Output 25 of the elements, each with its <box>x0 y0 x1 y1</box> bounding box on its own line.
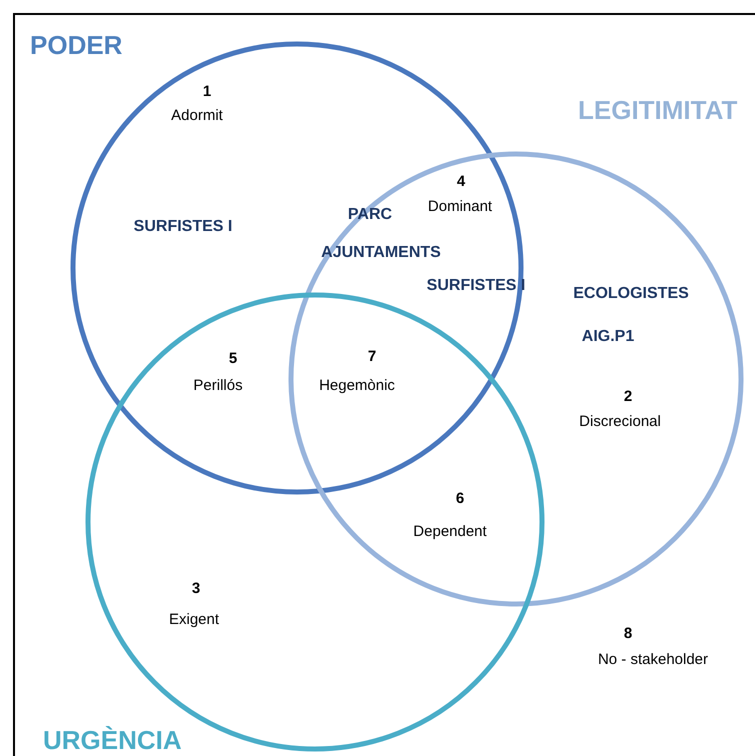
stakeholder-label: AIG.P1 <box>582 328 634 346</box>
region-number: 3 <box>192 581 200 598</box>
region-label: Hegemònic <box>319 378 395 394</box>
set-heading: PODER <box>30 32 122 58</box>
set-heading: LEGITIMITAT <box>578 97 738 123</box>
region-label: Discrecional <box>579 414 661 430</box>
region-label: Dominant <box>428 199 492 216</box>
stakeholder-label: SURFISTES I <box>134 218 232 236</box>
stakeholder-label: SURFISTES I <box>426 277 526 295</box>
region-number: 5 <box>228 351 238 368</box>
stakeholder-label: PARC <box>348 206 392 224</box>
region-number: 6 <box>456 491 464 508</box>
region-label: Exigent <box>168 612 220 628</box>
stakeholder-label: ECOLOGISTES <box>573 285 689 303</box>
region-number: 4 <box>456 174 466 190</box>
region-label: Adormit <box>171 108 223 124</box>
region-label: No - stakeholder <box>598 652 708 668</box>
region-number: 7 <box>368 349 376 366</box>
region-number: 8 <box>624 626 632 642</box>
set-heading: URGÈNCIA <box>43 727 182 753</box>
region-label: Perillós <box>193 378 243 394</box>
region-number: 1 <box>202 84 212 100</box>
region-label: Dependent <box>413 524 487 540</box>
region-number: 2 <box>624 389 632 406</box>
stakeholder-label: AJUNTAMENTS <box>321 244 441 262</box>
